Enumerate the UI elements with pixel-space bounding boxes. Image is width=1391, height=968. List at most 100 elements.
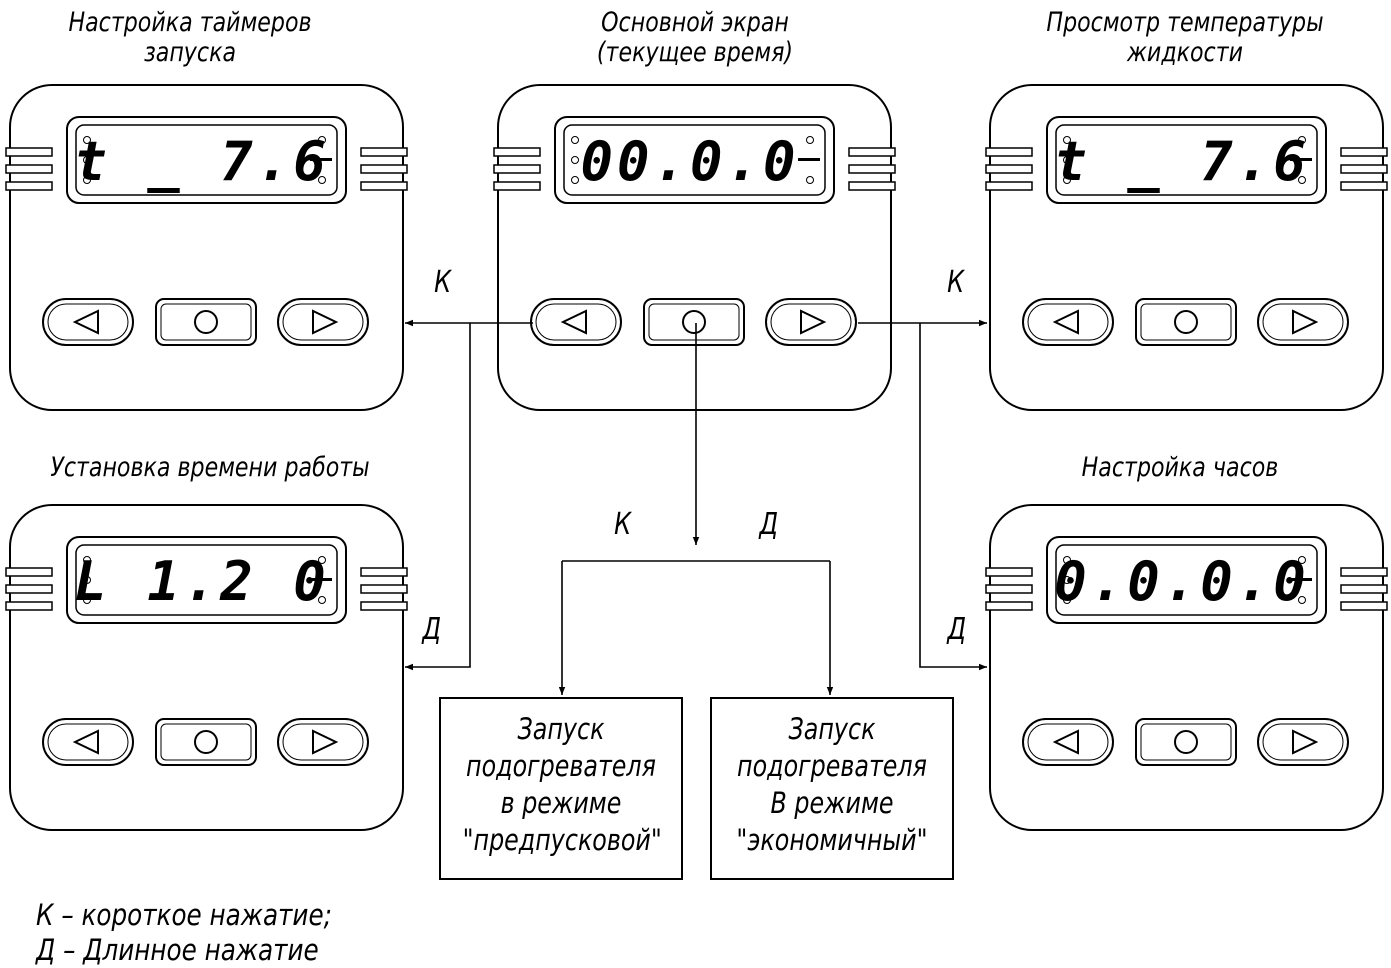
- vent-left: [5, 181, 53, 191]
- minus-indicator: [1290, 158, 1312, 161]
- center-button[interactable]: [1135, 298, 1237, 346]
- left-button[interactable]: [42, 298, 134, 346]
- display-window: [563, 124, 826, 196]
- vent-left: [493, 181, 541, 191]
- indicator-led: [1298, 176, 1306, 184]
- vent-left: [985, 584, 1033, 594]
- display-readout: t _ 7.6: [74, 130, 330, 193]
- label-down-short: К: [614, 507, 632, 542]
- vent-left: [493, 164, 541, 174]
- indicator-led: [571, 156, 579, 164]
- vent-right: [1340, 147, 1388, 157]
- left-button[interactable]: [1022, 298, 1114, 346]
- right-button[interactable]: [277, 298, 369, 346]
- vent-right: [1340, 601, 1388, 611]
- center-button[interactable]: [643, 298, 745, 346]
- left-triangle-icon: [1052, 309, 1079, 335]
- vent-right: [360, 584, 408, 594]
- display-window: [75, 544, 338, 616]
- circle-icon: [1174, 310, 1198, 334]
- indicator-led: [83, 596, 91, 604]
- right-button[interactable]: [1257, 718, 1349, 766]
- vent-right: [1340, 584, 1388, 594]
- left-triangle-icon: [72, 729, 99, 755]
- left-button[interactable]: [1022, 718, 1114, 766]
- arrow-to-clock: [919, 323, 987, 671]
- indicator-led: [83, 576, 91, 584]
- controller-panel-timers: t _ 7.6: [5, 84, 408, 411]
- vent-left: [985, 601, 1033, 611]
- indicator-led: [1063, 156, 1071, 164]
- controller-panel-main: 00.0.0: [493, 84, 896, 411]
- arrow-to-runtime: [405, 323, 471, 671]
- vent-right: [1340, 164, 1388, 174]
- vent-left: [985, 147, 1033, 157]
- vent-right: [360, 181, 408, 191]
- indicator-led: [1298, 136, 1306, 144]
- indicator-led: [1063, 176, 1071, 184]
- right-triangle-icon: [312, 309, 339, 335]
- left-triangle-icon: [72, 309, 99, 335]
- indicator-led: [318, 596, 326, 604]
- controller-panel-runtime: L 1.2 0: [5, 504, 408, 831]
- right-button[interactable]: [1257, 298, 1349, 346]
- indicator-led: [318, 556, 326, 564]
- right-button[interactable]: [277, 718, 369, 766]
- display-readout: L 1.2 0: [74, 550, 330, 613]
- indicator-led: [1298, 556, 1306, 564]
- center-button[interactable]: [155, 718, 257, 766]
- label-right-short: К: [947, 265, 965, 300]
- vent-right: [360, 567, 408, 577]
- vent-right: [848, 181, 896, 191]
- right-triangle-icon: [312, 729, 339, 755]
- indicator-led: [1063, 556, 1071, 564]
- center-button[interactable]: [155, 298, 257, 346]
- indicator-led: [1298, 596, 1306, 604]
- indicator-led: [83, 136, 91, 144]
- vent-right: [848, 164, 896, 174]
- indicator-led: [806, 176, 814, 184]
- right-triangle-icon: [1292, 309, 1319, 335]
- vent-left: [985, 181, 1033, 191]
- title-runtime: Установка времени работы: [50, 452, 370, 483]
- vent-left: [5, 147, 53, 157]
- indicator-led: [571, 136, 579, 144]
- indicator-led: [1063, 136, 1071, 144]
- title-timers: Настройка таймеров запуска: [68, 7, 312, 68]
- left-button[interactable]: [42, 718, 134, 766]
- label-runtime-long: Д: [422, 612, 442, 647]
- vent-left: [5, 164, 53, 174]
- display-window: [75, 124, 338, 196]
- circle-icon: [194, 730, 218, 754]
- indicator-led: [571, 176, 579, 184]
- circle-icon: [1174, 730, 1198, 754]
- left-triangle-icon: [1052, 729, 1079, 755]
- display-window: [1055, 544, 1318, 616]
- vent-left: [985, 567, 1033, 577]
- title-temp: Просмотр температуры жидкости: [1046, 7, 1324, 68]
- right-button[interactable]: [765, 298, 857, 346]
- vent-left: [5, 584, 53, 594]
- indicator-led: [318, 176, 326, 184]
- vent-left: [5, 567, 53, 577]
- center-button[interactable]: [1135, 718, 1237, 766]
- minus-indicator: [798, 158, 820, 161]
- left-button[interactable]: [530, 298, 622, 346]
- legend-short: К – короткое нажатие;: [36, 898, 332, 932]
- display-readout: t _ 7.6: [1054, 130, 1310, 193]
- indicator-led: [318, 136, 326, 144]
- label-down-long: Д: [759, 507, 779, 542]
- vent-left: [493, 147, 541, 157]
- left-triangle-icon: [560, 309, 587, 335]
- circle-icon: [682, 310, 706, 334]
- right-triangle-icon: [1292, 729, 1319, 755]
- title-clock: Настройка часов: [1081, 452, 1279, 483]
- indicator-led: [1063, 596, 1071, 604]
- vent-left: [985, 164, 1033, 174]
- result-economy-box: Запуск подогревателя В режиме "экономичн…: [710, 697, 954, 880]
- indicator-led: [83, 156, 91, 164]
- vent-right: [1340, 567, 1388, 577]
- label-left-short: К: [434, 265, 452, 300]
- display-readout: 00.0.0: [580, 130, 799, 193]
